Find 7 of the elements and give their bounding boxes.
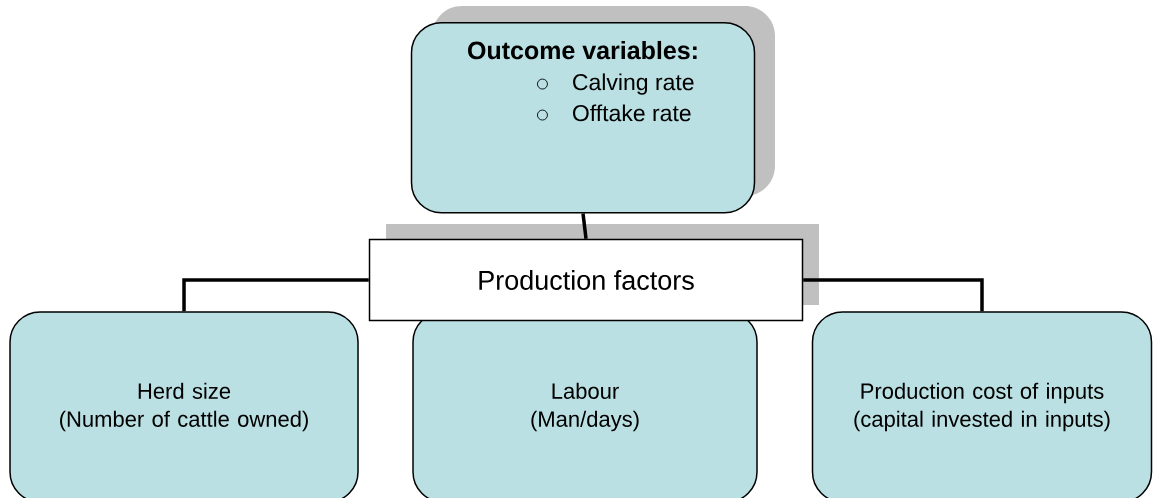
connector-line [182,278,369,312]
title-box: Production factors [368,238,804,322]
connector-line [803,278,984,312]
factor-box: Production cost of inputs (capital invested in inputs) [811,311,1153,498]
factor-box: Herd size (Number of cattle owned) [9,311,359,498]
outcome-box: Outcome variables: Calving rate Offtake rate [410,22,756,214]
connector-line [581,213,588,239]
